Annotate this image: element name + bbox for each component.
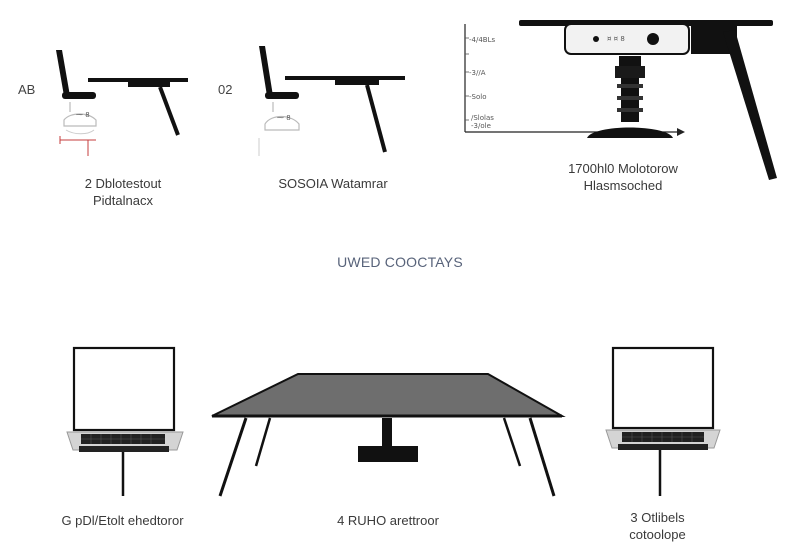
panel-tag-left: AB xyxy=(18,82,36,97)
svg-text:⁓ 8: ⁓ 8 xyxy=(76,111,90,119)
panel-tag-middle: 02 xyxy=(218,82,233,97)
caption-right-panel: 1700hl0 Molotorow Hlasmsoched xyxy=(528,160,718,194)
caption-bottom-right: 3 Otlibels cotoolope xyxy=(600,509,715,543)
tick-label-3: -Solo xyxy=(469,93,486,101)
chair-desk-illustration-middle: ⁓ 8 xyxy=(258,46,405,156)
caption-bottom-middle: 4 RUHO arettroor xyxy=(337,513,439,528)
caption-right-line2: Hlasmsoched xyxy=(583,178,663,193)
tick-label-4: /Slolas xyxy=(471,114,494,122)
table-illustration xyxy=(211,373,566,497)
monitor-height-chart: -4/4BLs -3//A -Solo /Slolas -3/ole ¤ ¤ 8 xyxy=(464,20,777,180)
chair-desk-illustration-left: ⁓ 8 xyxy=(56,50,188,156)
laptop-illustration-right xyxy=(605,346,721,496)
caption-left-line1: 2 Dblotestout xyxy=(84,176,162,191)
caption-left-panel: 2 Dblotestout Pidtalnacx xyxy=(58,175,188,209)
caption-bottom-right-line1: 3 Otlibels xyxy=(630,510,685,525)
laptop-illustration-left xyxy=(66,346,184,496)
svg-text:¤ ¤ 8: ¤ ¤ 8 xyxy=(607,35,625,43)
caption-bottom-right-line2: cotoolope xyxy=(629,527,686,542)
caption-right-line1: 1700hl0 Molotorow xyxy=(568,161,678,176)
caption-left-line2: Pidtalnacx xyxy=(93,193,153,208)
caption-middle-panel: SOSOIA Watamrar xyxy=(278,176,388,191)
section-title: UWED COOCTAYS xyxy=(337,254,463,270)
tick-label-5: -3/ole xyxy=(471,122,491,130)
tick-label-2: -3//A xyxy=(469,69,486,77)
caption-bottom-left: G pDl/Etolt ehedtoror xyxy=(61,513,184,528)
tick-label-1: -4/4BLs xyxy=(469,36,495,44)
svg-text:⁓ 8: ⁓ 8 xyxy=(277,114,291,122)
